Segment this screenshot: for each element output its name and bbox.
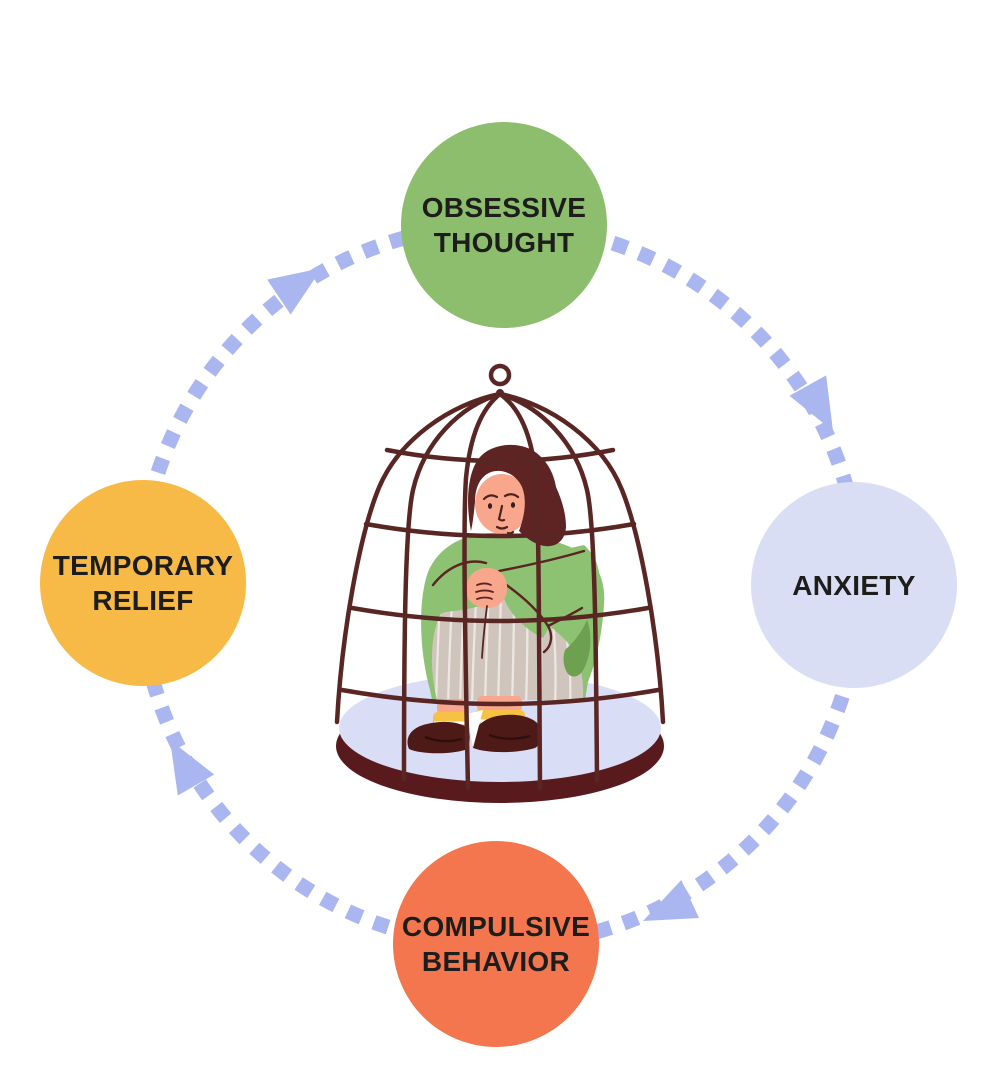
- cycle-node-temporary-relief: TEMPORARY RELIEF: [40, 480, 246, 686]
- arrow-relief-to-obsessive-icon: [267, 268, 322, 315]
- node-label: TEMPORARY RELIEF: [52, 550, 234, 616]
- cycle-node-anxiety: ANXIETY: [751, 482, 957, 688]
- node-label: ANXIETY: [792, 569, 916, 601]
- cycle-node-obsessive-thought: OBSESSIVE THOUGHT: [401, 122, 607, 328]
- cycle-node-compulsive-behavior: COMPULSIVE BEHAVIOR: [393, 841, 599, 1047]
- birdcage-bars: [334, 363, 666, 791]
- arrow-anxiety-to-compulsive-icon: [643, 879, 700, 921]
- arrow-obsessive-to-anxiety-icon: [789, 375, 833, 431]
- face-features: [482, 493, 520, 535]
- arrow-compulsive-to-relief-icon: [170, 740, 215, 796]
- node-label: COMPULSIVE BEHAVIOR: [401, 911, 591, 977]
- feet: [407, 696, 542, 754]
- hair: [468, 444, 566, 547]
- node-label: OBSESSIVE THOUGHT: [421, 192, 587, 258]
- arm-outlines: [431, 549, 586, 654]
